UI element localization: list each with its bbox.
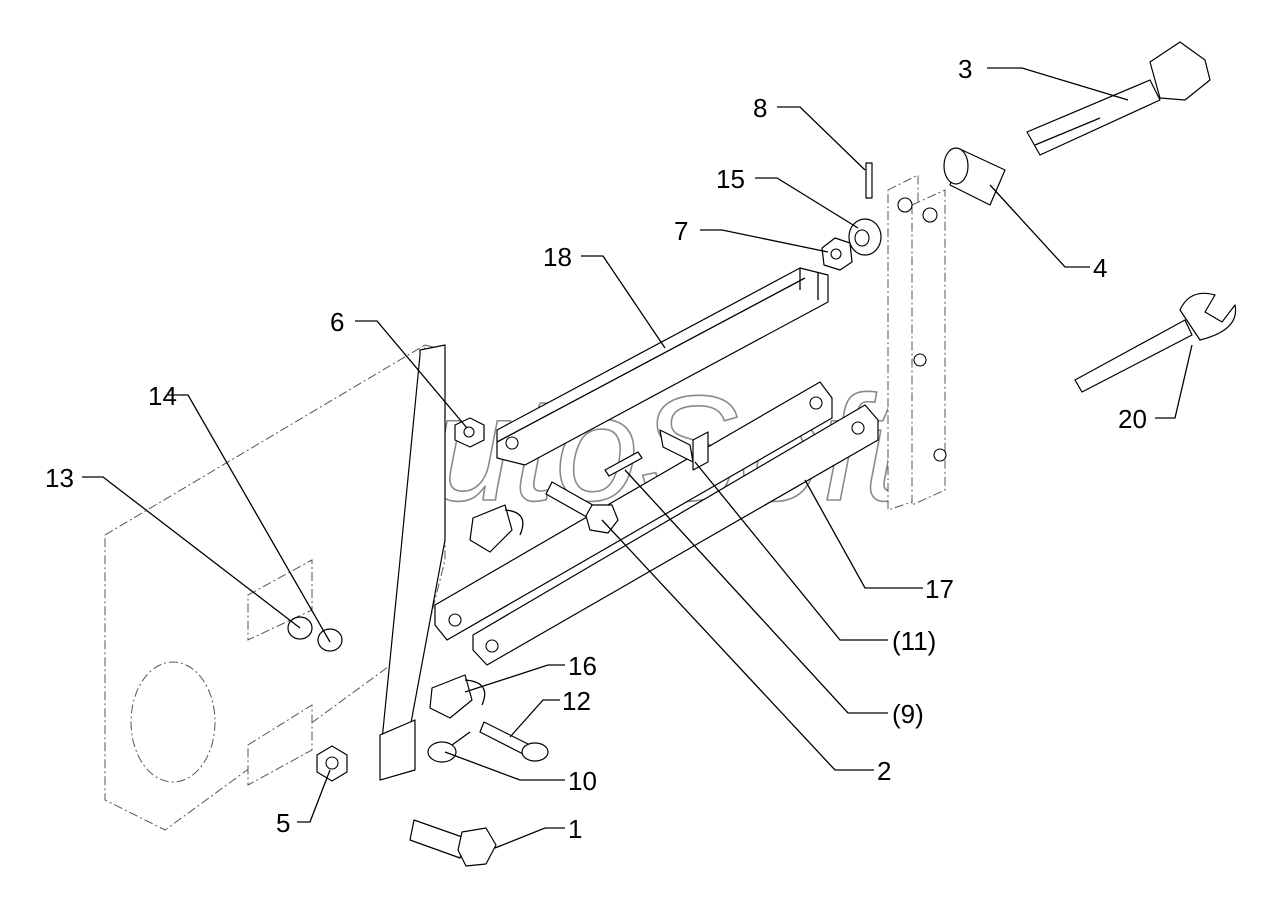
part-3-bolt bbox=[1026, 41, 1211, 156]
part-2-bolt bbox=[545, 481, 619, 534]
part-20-wrench bbox=[1074, 292, 1237, 393]
part-8-pin bbox=[865, 162, 873, 199]
label-17: 17 bbox=[925, 574, 954, 604]
part-10-ring bbox=[427, 731, 471, 763]
label-11: (11) bbox=[892, 626, 936, 656]
label-5: 5 bbox=[276, 808, 290, 838]
part-9-key bbox=[604, 451, 643, 477]
part-4-sleeve bbox=[943, 147, 1006, 206]
part-11-tab bbox=[659, 429, 709, 471]
part-14-bushing bbox=[317, 628, 343, 652]
label-12: 12 bbox=[562, 686, 591, 716]
part-7-nut bbox=[821, 237, 853, 271]
part-18-channel bbox=[496, 267, 829, 466]
label-16: 16 bbox=[568, 651, 597, 681]
right-bracket bbox=[887, 174, 947, 511]
part-17-bars bbox=[434, 381, 879, 666]
part-16-clips bbox=[429, 504, 524, 719]
part-5-nut bbox=[316, 745, 348, 782]
mounting-plate bbox=[379, 344, 446, 781]
label-10: 10 bbox=[568, 766, 597, 796]
label-9: (9) bbox=[892, 699, 924, 729]
label-4: 4 bbox=[1093, 253, 1107, 283]
label-13: 13 bbox=[45, 463, 74, 493]
part-15-washer bbox=[848, 218, 882, 256]
label-1: 1 bbox=[568, 814, 582, 844]
part-6-nut bbox=[454, 417, 485, 448]
label-18: 18 bbox=[543, 242, 572, 272]
label-7: 7 bbox=[674, 216, 688, 246]
label-15: 15 bbox=[716, 164, 745, 194]
part-12-pin bbox=[479, 721, 549, 762]
label-14: 14 bbox=[148, 381, 177, 411]
label-2: 2 bbox=[877, 756, 891, 786]
part-1-bolt bbox=[409, 819, 497, 867]
label-8: 8 bbox=[753, 93, 767, 123]
label-6: 6 bbox=[330, 307, 344, 337]
callout-labels: 3 8 15 7 18 4 6 14 13 20 17 (11) 16 12 (… bbox=[45, 54, 1147, 844]
leader-lines bbox=[82, 67, 1193, 849]
label-3: 3 bbox=[958, 54, 972, 84]
label-20: 20 bbox=[1118, 404, 1147, 434]
